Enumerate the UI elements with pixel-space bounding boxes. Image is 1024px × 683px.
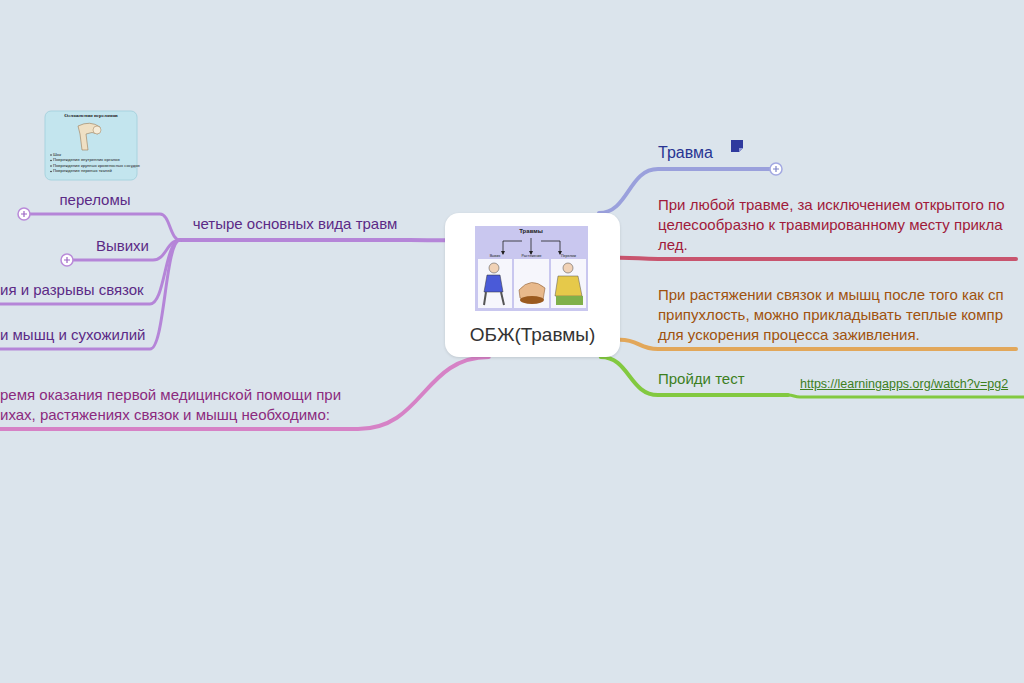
bullet-dot [50, 160, 52, 162]
bracket-line [503, 238, 560, 254]
branch-line [180, 238, 445, 242]
topic-thumbnail [45, 111, 137, 180]
expand-circle [770, 163, 782, 175]
illustration-caption: Вывих [478, 254, 512, 258]
topic-box: При растяжении связок и мышц после того … [658, 285, 1016, 345]
topic-text: переломы [30, 190, 160, 210]
picture-frame [478, 259, 512, 308]
subtopic-box: и мышц и сухожилий [0, 325, 150, 345]
plus-sign [64, 257, 70, 263]
note-fold [739, 148, 743, 152]
figure-body [484, 275, 503, 292]
topic-box: ремя оказания первой медицинской помощи … [0, 385, 358, 425]
bandage-shape [520, 296, 544, 304]
figure-head [489, 263, 499, 273]
topic-box: Травма [658, 143, 770, 165]
central-title: ОБЖ(Травмы) [445, 325, 620, 345]
topic-text: Вывихи [73, 236, 149, 256]
illustration-caption: Травмы [516, 228, 546, 235]
figure-head [563, 263, 573, 273]
branch-line [0, 357, 489, 429]
topic-box: При любой травме, за исключением открыто… [658, 195, 1016, 255]
branch-line [620, 258, 1016, 259]
joint-shape [93, 126, 101, 134]
branch-line [30, 214, 180, 240]
thumbnail-title: Осложнения переломов [46, 113, 136, 119]
thumbnail-bullet: Повреждение нервных тканей [53, 169, 112, 174]
link-box: https://learningapps.org/watch?v=pg2 [800, 375, 1024, 393]
injury-illustration [475, 226, 588, 311]
bone-shape [78, 123, 100, 150]
topic-text: Пройди тест [658, 369, 788, 389]
topic-text: ия и разрывы связок [0, 280, 138, 300]
illustration-caption: Перелом [551, 254, 586, 258]
topic-text: и мышц и сухожилий [0, 325, 138, 345]
figure-legs [484, 292, 504, 305]
thumbnail-frame [45, 111, 137, 180]
subtopic-box: ия и разрывы связок [0, 280, 150, 300]
topic-text: Травма [658, 143, 770, 163]
topic-text: четыре основных вида травм [180, 214, 410, 234]
expand-marker [61, 254, 73, 266]
topic-box: четыре основных вида травм [180, 214, 410, 236]
bullet-dot [50, 154, 52, 156]
subtopic-box: переломы [30, 190, 160, 210]
topic-text: ремя оказания первой медицинской помощи … [0, 385, 358, 425]
bullet-dot [50, 165, 52, 167]
splint-shape [556, 296, 583, 305]
hand-shape [519, 282, 545, 301]
plus-sign [21, 211, 27, 217]
expand-circle [18, 208, 30, 220]
thumbnail-bullet: Повреждение крупных кровеносных сосудов [53, 164, 140, 169]
branch-line [0, 240, 180, 304]
branch-line [788, 395, 1024, 397]
central-topic: ОБЖ(Травмы) [445, 213, 620, 357]
bullet-dot [50, 171, 52, 173]
illustration-panel [475, 226, 588, 311]
thumbnail-bullet: Повреждение внутренних органов [53, 158, 120, 163]
plus-sign [773, 166, 779, 172]
thumbnail-bullet: Шок [53, 153, 61, 158]
topic-text: При любой травме, за исключением открыто… [658, 195, 1016, 255]
link-text: https://learningapps.org/watch?v=pg2 [800, 375, 1024, 393]
illustration-caption: Растяжение [514, 254, 549, 258]
figure-body [555, 276, 582, 296]
topic-box: Пройди тест [658, 369, 788, 391]
branch-line [0, 240, 180, 349]
note-icon [731, 140, 743, 152]
expand-marker [18, 208, 30, 220]
picture-frame [551, 259, 586, 308]
picture-frame [514, 259, 549, 308]
branch-line [601, 357, 788, 395]
expand-marker [770, 163, 782, 175]
subtopic-box: Вывихи [73, 236, 153, 256]
expand-circle [61, 254, 73, 266]
topic-text: При растяжении связок и мышц после того … [658, 285, 1016, 345]
